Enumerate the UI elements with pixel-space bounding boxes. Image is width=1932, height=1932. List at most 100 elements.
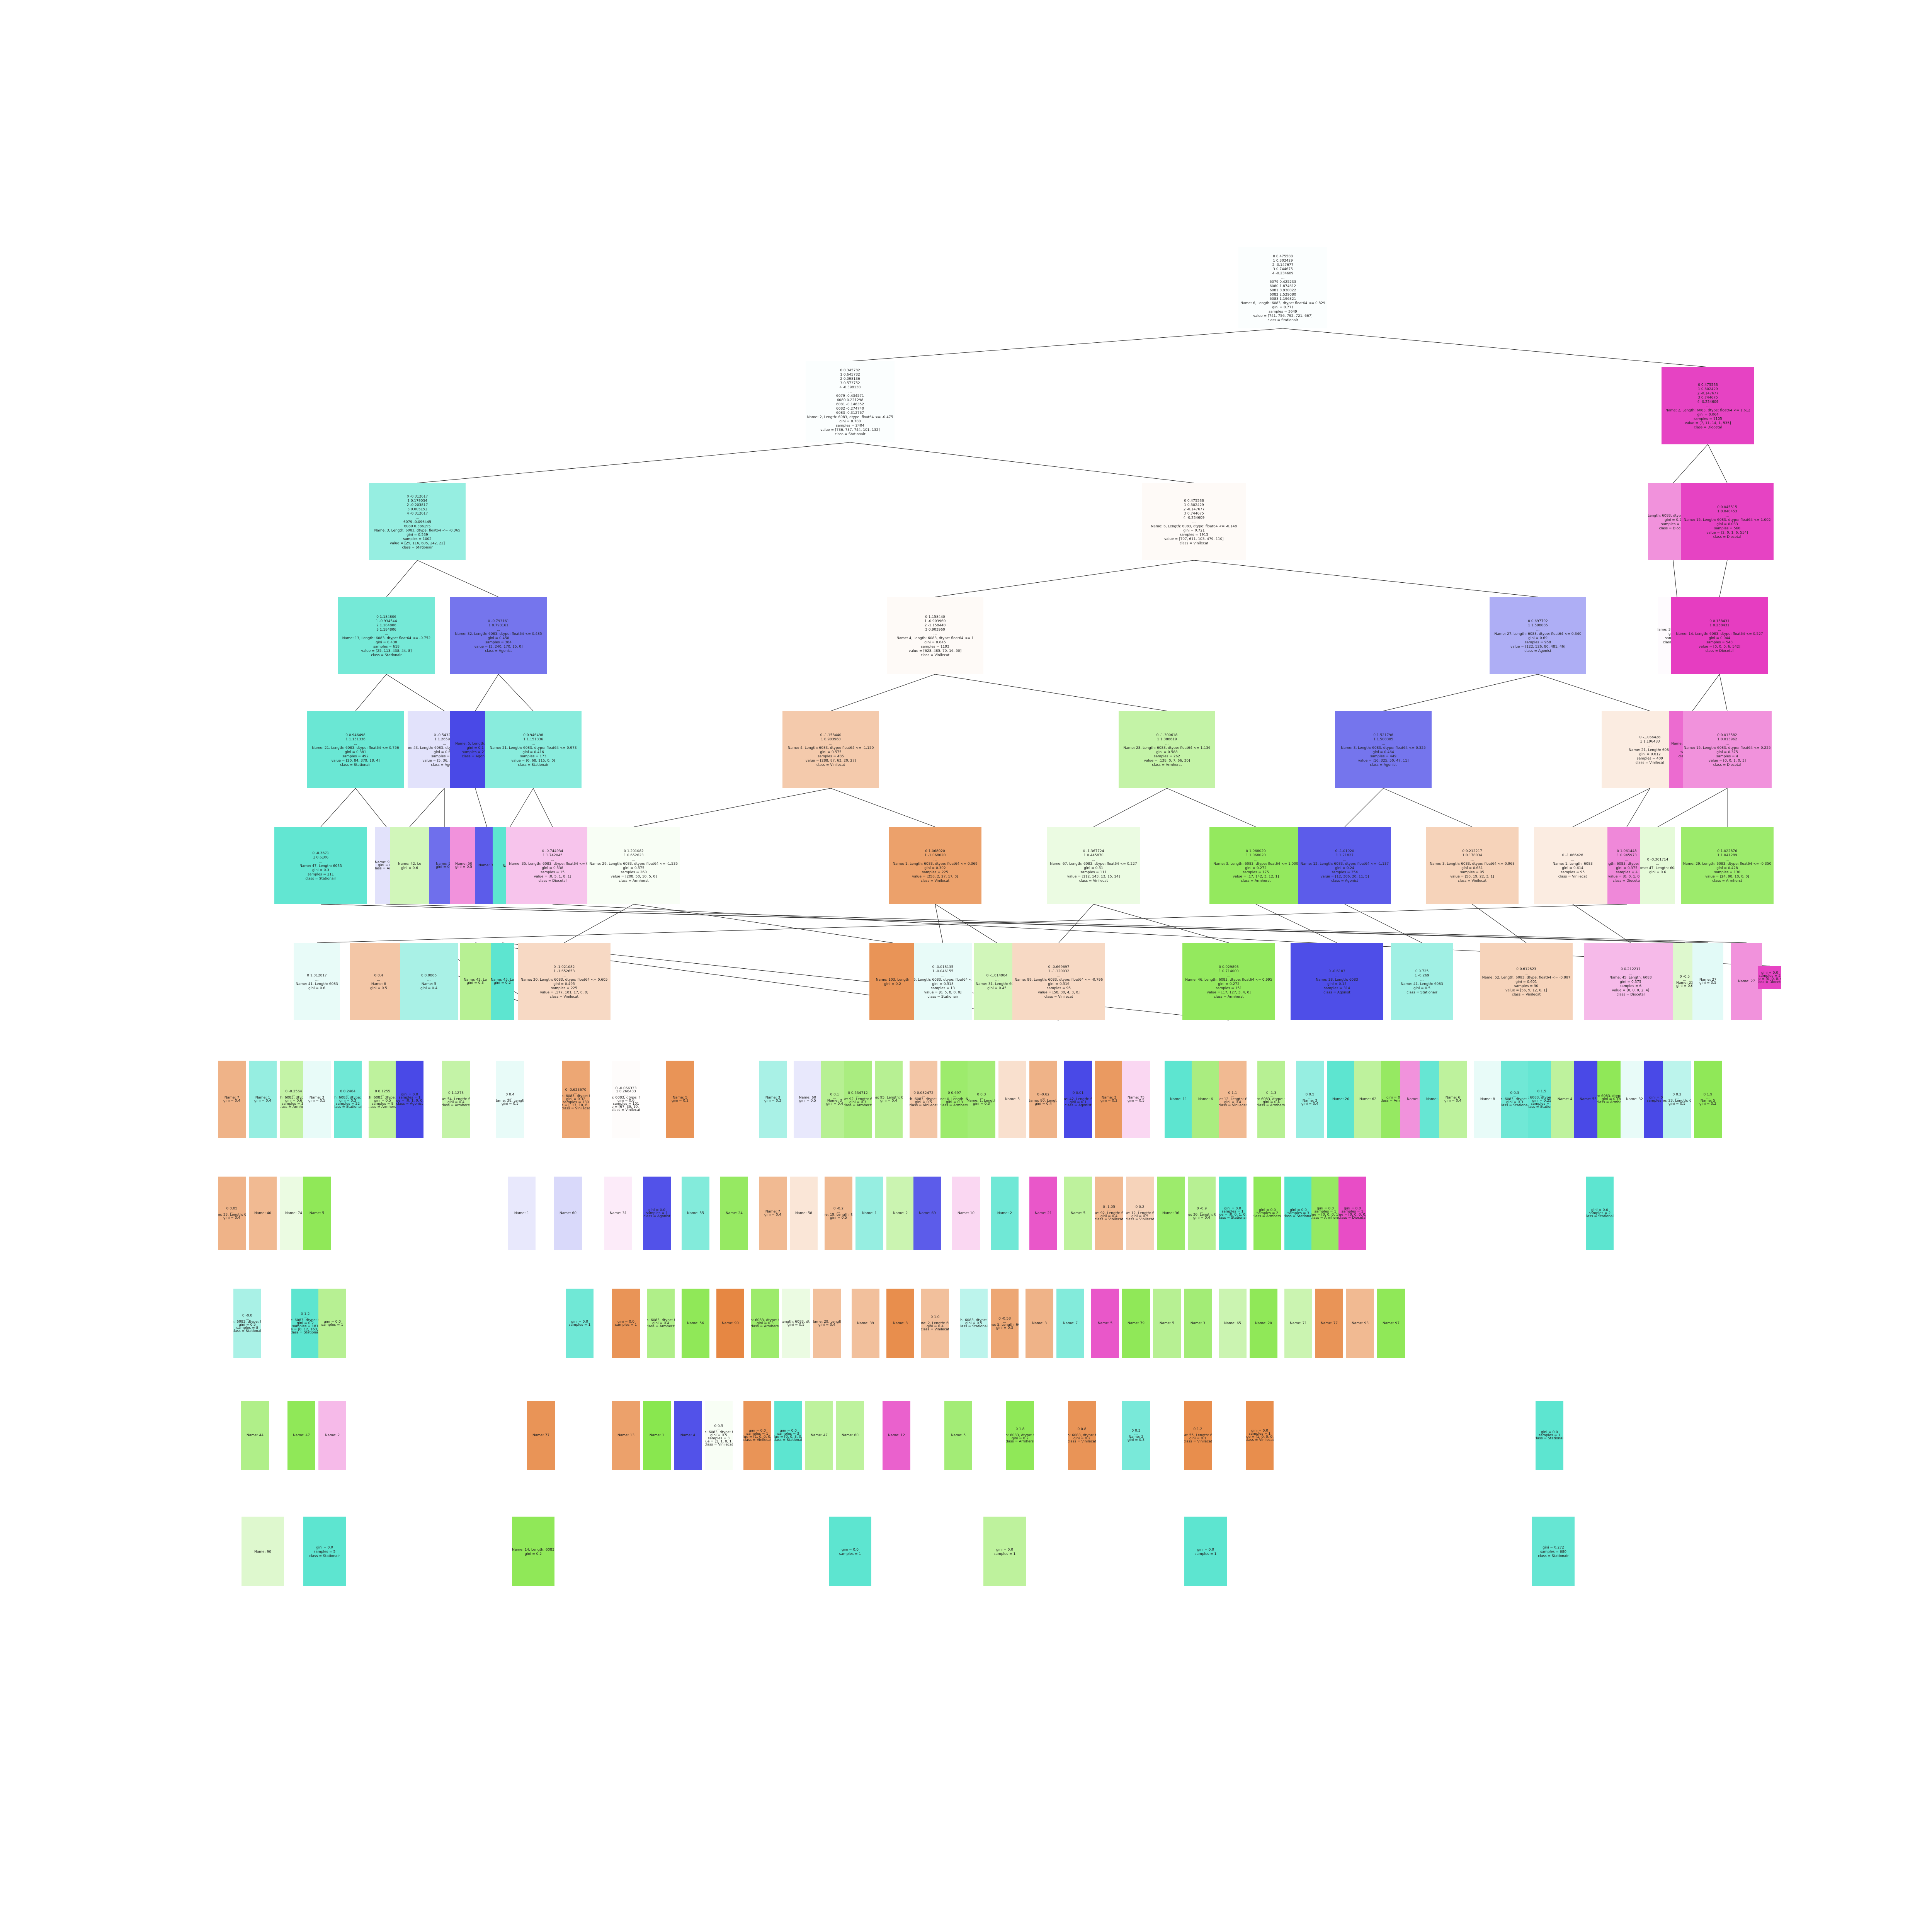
tree-node-line: ... <box>1382 742 1385 746</box>
tree-node-line: Name: 6, Length: 6083, dtype: float64 <=… <box>1240 301 1325 305</box>
tree-node-line: Name: 1 <box>514 1211 529 1215</box>
tree-node-box <box>274 827 367 904</box>
tree-node-line: Name: 69 <box>919 1211 936 1215</box>
tree-node-line: class = Agonist <box>396 1102 423 1106</box>
tree-node-box <box>485 711 582 788</box>
tree-node-line: samples = 548 <box>1706 641 1733 645</box>
tree-node-box <box>1182 943 1275 1020</box>
tree-node-line: Name: 20 <box>1332 1097 1349 1101</box>
tree-node-line: 3 1.184806 <box>376 628 396 632</box>
tree-node-line: gini = 0.5 <box>710 1434 727 1437</box>
tree-node-box <box>612 1289 640 1358</box>
tree-node-line: value = [1, 0, 0, 0, 0] <box>739 1435 776 1439</box>
tree-node-line: Name: 95, Length: 6083, dtype: float64 <… <box>617 1318 704 1322</box>
tree-node-line: gini = 0.0 <box>648 1208 665 1212</box>
tree-node-box <box>369 483 466 560</box>
tree-node: Name: 10 <box>952 1177 980 1250</box>
tree-node-line: Name: 10 <box>957 1211 975 1215</box>
tree-node-line: class = Vinilecat <box>1558 875 1587 879</box>
tree-node-line: gini = 0.4 <box>1444 1099 1461 1103</box>
tree-node-line: samples = 4 <box>1716 755 1738 759</box>
tree-node-box <box>759 1061 787 1138</box>
tree-node: Name: 2 <box>886 1177 914 1250</box>
tree-node-line: class = Armherst <box>1310 1216 1340 1220</box>
tree-node-box <box>674 1401 702 1470</box>
tree-node-line: 0 1.061448 <box>1617 849 1637 853</box>
tree-node-line: class = Vinilecat <box>909 1104 938 1107</box>
tree-node-box <box>1153 1289 1181 1358</box>
tree-node-line: Name: 52, Length: 6083, dtype: float64 <… <box>1482 976 1570 980</box>
tree-node-line: class = Stationair <box>927 995 958 999</box>
tree-node-line: Name: 37, Length: 6083, dtype: float64 <… <box>976 1434 1063 1437</box>
tree-node-line: gini = 0.0 <box>1197 1548 1214 1552</box>
tree-node-line: class = Diocetal <box>1706 649 1734 653</box>
tree-node-line: gini = 0.5 <box>787 1323 804 1327</box>
tree-node-line: gini = 0.5 <box>799 1099 816 1103</box>
tree-node-line: ... <box>1077 1094 1080 1098</box>
tree-node-line: value = [20, 84, 379, 18, 4] <box>331 759 379 763</box>
tree-node-box <box>1291 943 1383 1020</box>
tree-node-box <box>1758 966 1781 989</box>
tree-node-line: gini = 0.0 <box>1591 1208 1608 1212</box>
tree-node-line: ... <box>1107 1208 1111 1212</box>
tree-edge <box>320 788 356 827</box>
tree-node: Name: 56 <box>682 1289 709 1358</box>
tree-node-line: gini = 0.0 <box>1259 1208 1276 1212</box>
tree-node-line: Name: 3 <box>827 1099 842 1103</box>
tree-node-line: Name: 5, Length: 6083 <box>455 742 495 746</box>
tree-node: Name: 1 <box>855 1177 883 1250</box>
tree-node-line: value = [17, 127, 3, 4, 0] <box>1207 991 1251 995</box>
tree-node-line: ... <box>443 742 446 746</box>
tree-node-line: 0 -1.021082 <box>554 965 575 969</box>
tree-node-line: ... <box>1308 1096 1312 1100</box>
tree-node-line: ... <box>1420 978 1424 982</box>
tree-node-line: value = [3, 240, 170, 15, 0] <box>474 645 522 649</box>
tree-node-box <box>1250 1289 1277 1358</box>
tree-node-box <box>1284 1177 1312 1250</box>
tree-node-line: Name: 11 <box>1170 1097 1187 1101</box>
tree-node-line: gini = 0.6 <box>1676 984 1693 988</box>
tree-node-line: gini = 0.2 <box>494 981 511 985</box>
tree-node-line: class = Stationair <box>332 1105 363 1109</box>
tree-node-line: gini = 0.375 <box>1616 866 1637 870</box>
tree-node-line: gini = 0.0 <box>1344 1207 1361 1211</box>
tree-node-line: ... <box>1003 1320 1007 1324</box>
tree-edge <box>1344 788 1384 827</box>
tree-node-line: Name: 4 <box>1558 1097 1572 1101</box>
tree-node-line: gini = 0.1 <box>1070 1100 1087 1104</box>
tree-node-line: Name: 55, Length: 6083 <box>1177 1434 1219 1437</box>
tree-node-box <box>241 1401 269 1470</box>
tree-node-line: Name: 5 <box>1701 1099 1715 1103</box>
tree-node-line: 6083 -0.312767 <box>836 411 864 415</box>
tree-node-line: Name: 47 <box>811 1434 828 1437</box>
tree-node-line: Name: 8 <box>893 1321 908 1325</box>
tree-node-line: gini = 0.2 <box>1100 1099 1117 1103</box>
tree-node-line: Name: 3 <box>1190 1321 1205 1325</box>
tree-node-line: 0 1.9 <box>1704 1093 1713 1097</box>
tree-node-line: ... <box>509 1096 512 1100</box>
tree-node-line: class = Diocetal <box>1713 763 1742 767</box>
tree-node-line: 6082 -0.274740 <box>836 407 864 411</box>
tree-node-line: samples = 384 <box>485 641 512 645</box>
tree-node-box <box>1012 943 1105 1020</box>
tree-node-line: ... <box>563 974 566 978</box>
tree-node-box <box>1095 1177 1123 1250</box>
tree-node-line: Name: 31 <box>610 1211 627 1215</box>
tree-node-line: ... <box>1648 744 1652 748</box>
tree-node-box <box>1534 827 1611 904</box>
tree-node-line: class = Stationair <box>1538 1554 1569 1558</box>
tree-node-line: gini = 0.538 <box>542 866 563 870</box>
tree-node-line: ... <box>1726 858 1729 862</box>
tree-node-box <box>334 1061 362 1138</box>
